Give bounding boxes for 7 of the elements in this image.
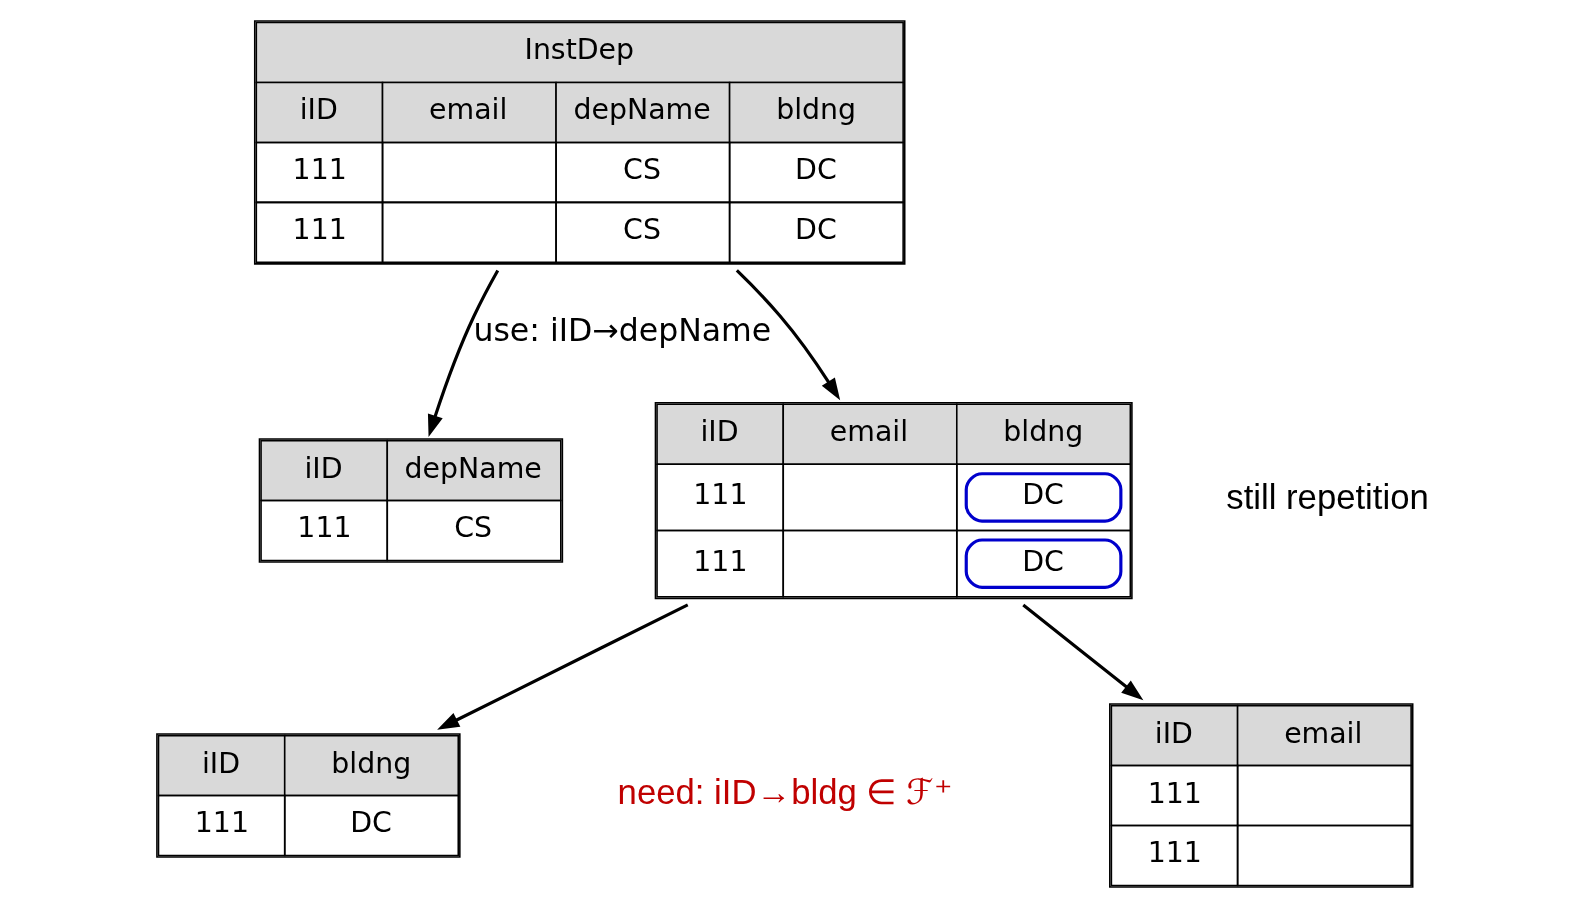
arrow bbox=[436, 603, 688, 730]
arrow bbox=[427, 269, 499, 437]
label: need: iID→bldg ∈ ℱ⁺ bbox=[617, 773, 952, 812]
label: still repetition bbox=[1225, 478, 1429, 517]
edge-label: use: iID→depName bbox=[472, 312, 771, 349]
arrow bbox=[735, 269, 840, 401]
arrow bbox=[1021, 603, 1143, 701]
